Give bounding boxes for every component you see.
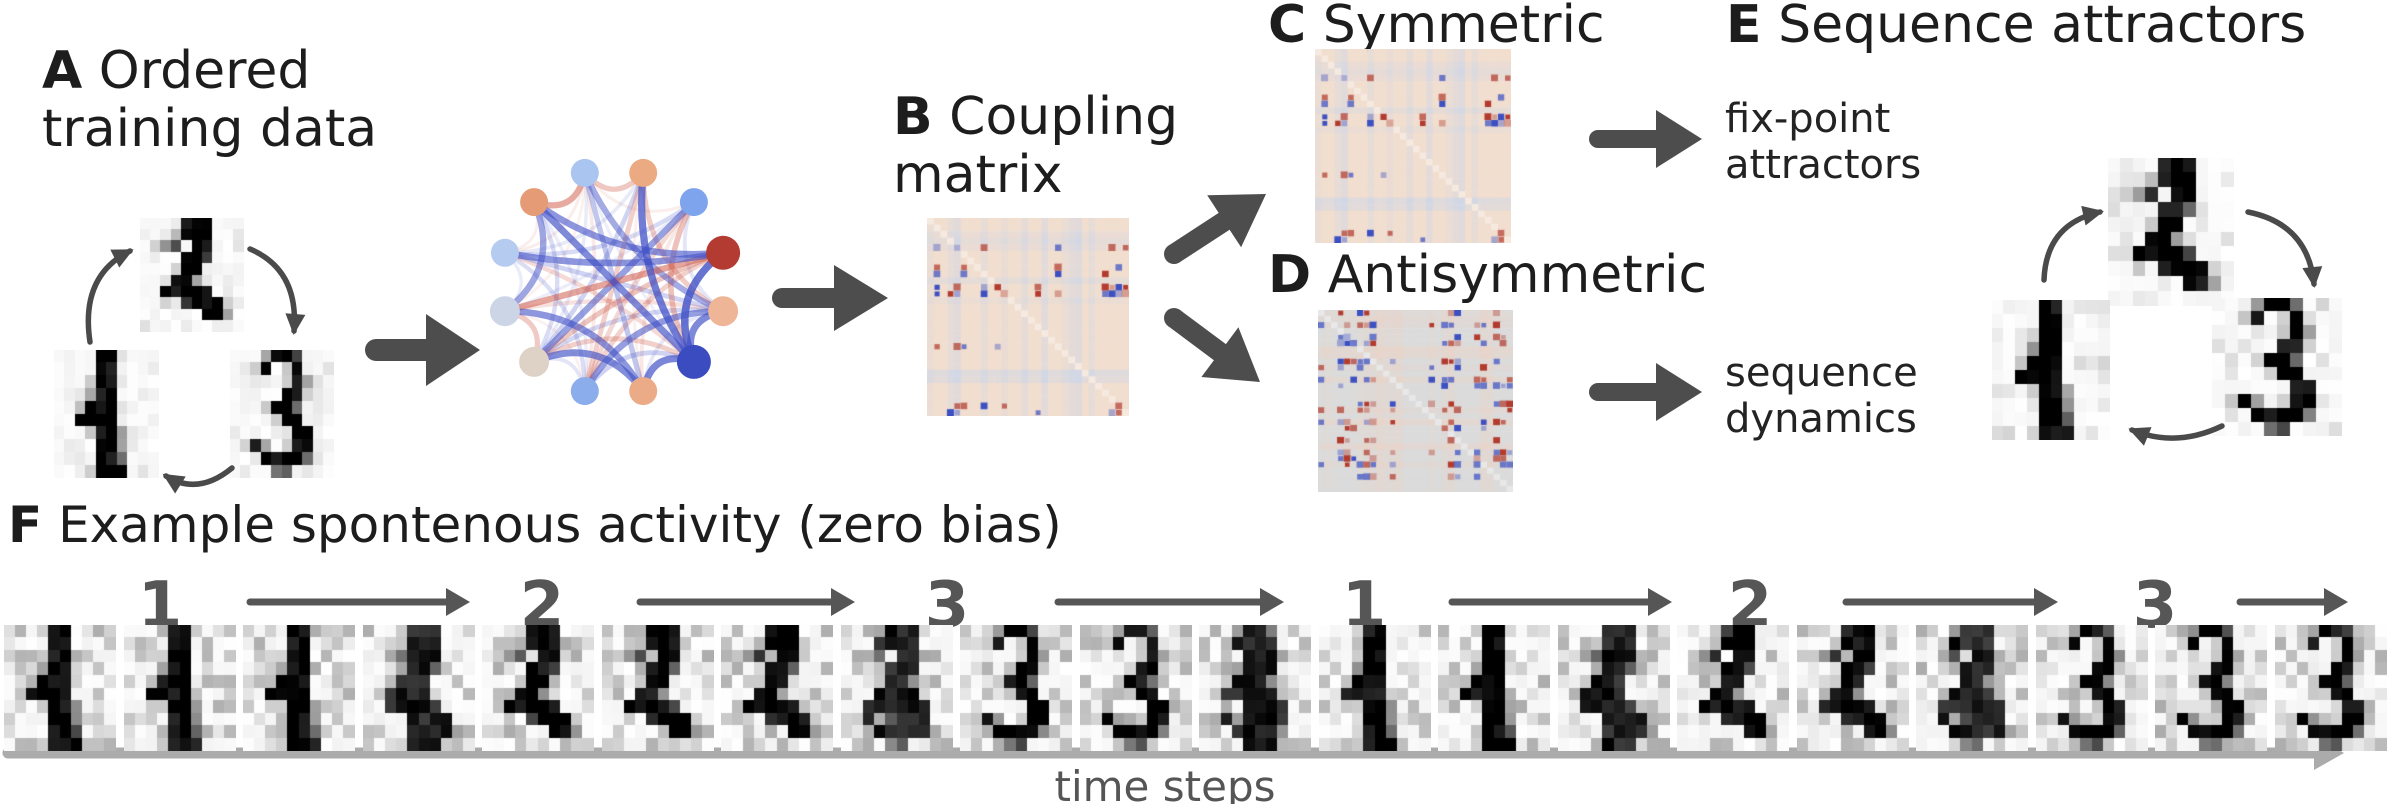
activity-tile: [1677, 625, 1789, 751]
panel-d-title: D Antisymmetric: [1268, 246, 1707, 304]
sequence-step-arrow: [1054, 588, 1284, 616]
network-node: [676, 344, 711, 379]
activity-tile: [1079, 625, 1192, 751]
activity-tile: [601, 625, 714, 751]
network-edge: [501, 198, 547, 315]
activity-tile: [362, 625, 475, 751]
sequence-dynamics-line1: sequence: [1725, 350, 1918, 396]
activity-tile: [243, 625, 355, 751]
network-node: [629, 377, 658, 406]
network-edge: [502, 250, 587, 394]
coupling-matrix-image: [927, 218, 1129, 416]
arrow-symmetric-to-fixpoint: [1589, 110, 1702, 168]
network-node: [679, 188, 708, 217]
network-edge: [581, 307, 727, 395]
activity-tile: [2155, 625, 2267, 751]
cycle-arrow-a-3-to-1: [162, 465, 235, 494]
panel-c-letter: C: [1268, 0, 1307, 55]
panel-e-letter: E: [1726, 0, 1762, 55]
activity-tile: [123, 625, 236, 751]
time-steps-axis-label: time steps: [1054, 762, 1276, 804]
network-edge: [530, 198, 698, 366]
panel-b-title-line1: Coupling: [949, 87, 1179, 147]
symmetric-matrix-image: [1315, 49, 1511, 243]
network-edge: [532, 171, 589, 364]
network-node: [706, 235, 741, 270]
activity-tile: [1557, 625, 1670, 751]
network-node: [629, 158, 658, 187]
panel-c-title-text: Symmetric: [1322, 0, 1605, 55]
panel-e-title: E Sequence attractors: [1726, 0, 2306, 54]
arrow-data-to-network: [365, 314, 480, 386]
panel-f-letter: F: [8, 496, 43, 554]
attractor-digit-1-image: [1992, 300, 2110, 440]
attractor-digit-3-image: [2212, 298, 2342, 436]
panel-b-letter: B: [893, 87, 933, 147]
antisymmetric-matrix-image: [1318, 310, 1513, 492]
network-node: [519, 346, 550, 377]
network-node: [570, 377, 599, 406]
sequence-dynamics-text: sequence dynamics: [1725, 350, 1918, 442]
panel-d-title-text: Antisymmetric: [1327, 245, 1708, 305]
panel-e-title-text: Sequence attractors: [1778, 0, 2307, 55]
panel-f-title: F Example spontenous activity (zero bias…: [8, 496, 1062, 554]
panel-a-letter: A: [42, 41, 83, 101]
cycle-arrow-e-1-to-2: [2041, 205, 2104, 283]
activity-tile: [960, 625, 1072, 751]
activity-tile: [1199, 625, 1311, 751]
sequence-step-arrow: [1842, 588, 2058, 616]
sequence-step-arrow: [1448, 588, 1672, 616]
coupling-network-graph: [489, 158, 741, 406]
activity-tile: [4, 625, 116, 751]
arrow-coupling-to-antisymmetric: [1164, 308, 1260, 382]
panel-a-title-line1: Ordered: [98, 41, 311, 101]
sequence-dynamics-line2: dynamics: [1725, 396, 1917, 442]
arrow-antisymmetric-to-sequence: [1589, 363, 1702, 421]
fix-point-attractors-text: fix-point attractors: [1725, 96, 1921, 188]
network-edge: [530, 349, 647, 395]
activity-tile: [1916, 625, 2028, 751]
network-edge: [638, 169, 698, 366]
activity-tile: [2274, 625, 2387, 751]
panel-d-letter: D: [1268, 245, 1312, 305]
panel-a-title-line2: training data: [42, 99, 378, 159]
network-edge: [530, 198, 727, 258]
activity-tile: [721, 625, 833, 751]
activity-tile: [2035, 625, 2148, 751]
training-digit-1-image: [54, 350, 159, 478]
fix-point-line1: fix-point: [1725, 96, 1891, 142]
network-edge: [639, 200, 696, 393]
panel-f-title-text: Example spontenous activity (zero bias): [58, 496, 1062, 554]
fix-point-line2: attractors: [1725, 142, 1922, 188]
panel-c-title: C Symmetric: [1268, 0, 1605, 54]
network-node: [490, 238, 519, 267]
activity-tile: [1318, 625, 1431, 751]
cycle-arrow-e-3-to-1: [2128, 423, 2225, 446]
training-digit-2-image: [140, 218, 244, 332]
cycle-arrow-a-2-to-3: [247, 246, 306, 335]
network-edge: [583, 171, 696, 213]
activity-tile: [482, 625, 594, 751]
cycle-arrow-a-1-to-2: [85, 248, 134, 345]
network-node: [570, 158, 599, 187]
activity-tile: [840, 625, 953, 751]
sequence-step-arrow: [246, 588, 470, 616]
panel-b-title-line2: matrix: [893, 145, 1063, 205]
network-node: [520, 188, 549, 217]
panel-a-title: A Ordered training data: [42, 42, 377, 158]
sequence-step-arrow: [636, 588, 855, 616]
attractor-digit-2-image: [2108, 158, 2234, 306]
activity-tile: [1796, 625, 1909, 751]
cycle-arrow-e-2-to-3: [2245, 209, 2323, 288]
network-node: [489, 296, 520, 327]
arrow-network-to-coupling: [772, 265, 888, 331]
network-edge: [582, 171, 597, 393]
network-node: [708, 296, 739, 327]
arrow-coupling-to-symmetric: [1164, 194, 1266, 264]
training-digit-3-image: [230, 350, 334, 478]
sequence-step-arrow: [2236, 588, 2348, 616]
activity-tile: [1438, 625, 1550, 751]
panel-b-title: B Coupling matrix: [893, 88, 1178, 204]
